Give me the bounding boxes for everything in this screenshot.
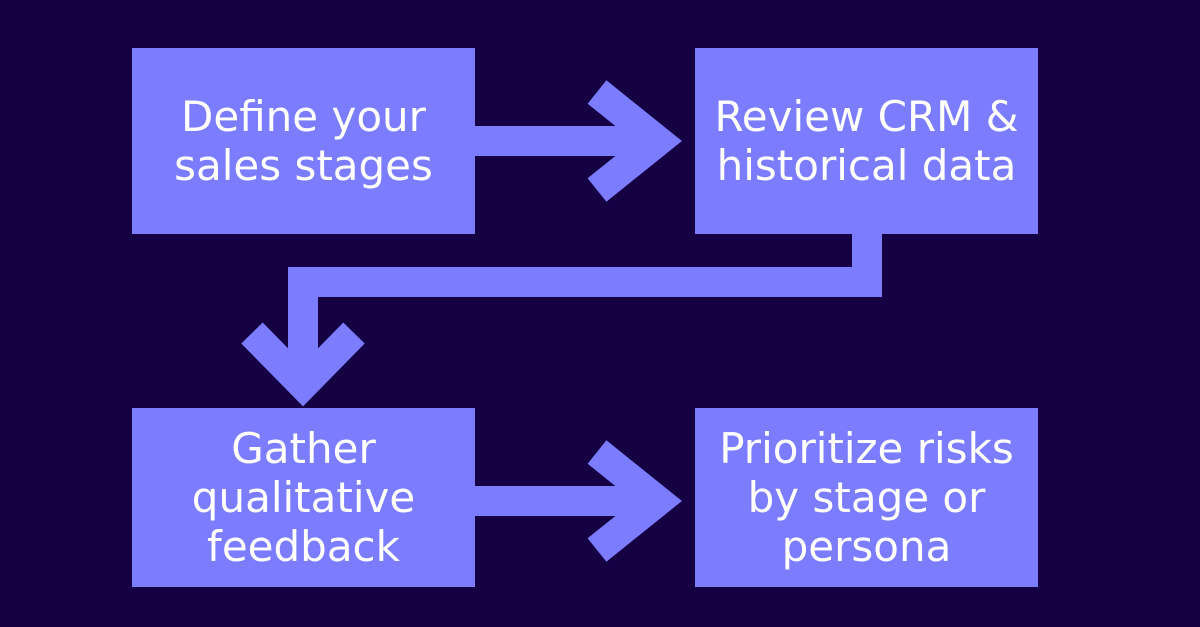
- step-label: Prioritize risks by stage or persona: [719, 423, 1014, 572]
- step-prioritize-risks: Prioritize risks by stage or persona: [695, 408, 1038, 587]
- step-label: Define your sales stages: [174, 91, 433, 190]
- arrow-define-to-review: [475, 80, 682, 202]
- step-label: Review CRM & historical data: [714, 91, 1019, 190]
- step-gather-feedback: Gather qualitative feedback: [132, 408, 475, 587]
- arrow-gather-to-prioritize: [475, 440, 682, 562]
- step-label: Gather qualitative feedback: [191, 423, 416, 572]
- step-define-sales-stages: Define your sales stages: [132, 48, 475, 234]
- step-review-crm-data: Review CRM & historical data: [695, 48, 1038, 234]
- arrow-review-to-gather: [241, 234, 882, 407]
